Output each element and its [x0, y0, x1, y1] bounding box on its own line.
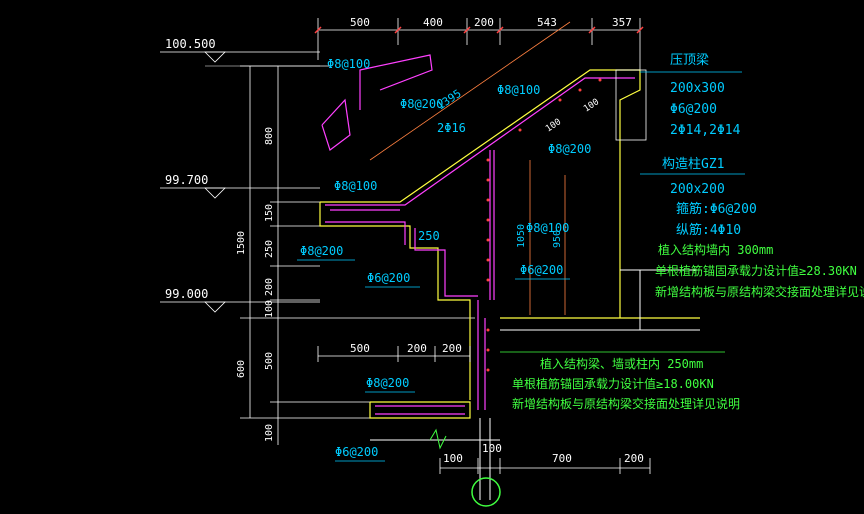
bottom-dimension-chain [439, 458, 651, 474]
dim-1050: 1050 [516, 224, 527, 248]
dim-top-1: 500 [350, 16, 370, 29]
dim-left-bottom: 100 [264, 424, 275, 442]
column-size: 200x200 [670, 182, 725, 197]
rebar-label-6: Φ8@100 [334, 179, 377, 193]
dim-bottom-1: 100 [443, 452, 463, 465]
elevation-marker-2: 99.700 [160, 173, 320, 199]
middle-dimension-chain [317, 346, 471, 362]
column-spec: 构造柱GZ1 200x200 箍筋:Φ6@200 纵筋:4Φ10 [640, 157, 757, 238]
note-upper-line3: 新增结构板与原结构梁交接面处理详见说明 [655, 284, 864, 299]
left-dimension-chain [240, 65, 475, 445]
coping-beam-size: 200x300 [670, 81, 725, 96]
slope-dimension [369, 21, 571, 161]
rebar-label-1: Φ8@100 [327, 57, 370, 71]
elevation-marker-1: 100.500 [160, 37, 320, 67]
dim-left-4: 200 [264, 278, 275, 296]
column-title: 构造柱GZ1 [662, 157, 724, 172]
axis-bubble [471, 477, 501, 507]
dim-top-2: 400 [423, 16, 443, 29]
rebar-lines [321, 54, 635, 415]
dim-bottom-4: 200 [624, 452, 644, 465]
dim-left-6: 500 [264, 352, 275, 370]
note-lower-line2: 单根植筋锚固承载力设计值≥18.00KN [512, 376, 714, 391]
column-bars: 纵筋:4Φ10 [676, 222, 741, 238]
coping-beam-spec: 压顶梁 200x300 Φ6@200 2Φ14,2Φ14 [640, 53, 742, 138]
rebar-label-8: Φ8@100 [526, 221, 569, 235]
dim-mid-2: 200 [407, 342, 427, 355]
dim-left-1: 800 [264, 127, 275, 145]
dim-bottom-3: 700 [552, 452, 572, 465]
dim-bottom-2: 100 [482, 442, 502, 455]
rebar-label-7: Φ8@200 [300, 244, 343, 258]
dim-top-5: 357 [612, 16, 632, 29]
label-leaders [297, 259, 570, 462]
note-lower-line1: 植入结构梁、墙或柱内 250mm [540, 356, 703, 371]
rebar-label-4: 2Φ16 [437, 121, 466, 135]
break-mark [429, 428, 447, 450]
coping-beam-bars: 2Φ14,2Φ14 [670, 123, 741, 138]
rebar-label-11: Φ8@200 [366, 376, 409, 390]
coping-beam-section [615, 69, 647, 141]
note-lower: 植入结构梁、墙或柱内 250mm 单根植筋锚固承载力设计值≥18.00KN 新增… [500, 351, 740, 411]
column-stirrup: 箍筋:Φ6@200 [676, 201, 757, 217]
dim-left-2: 150 [264, 204, 275, 222]
rebar-label-9: Φ6@200 [367, 271, 410, 285]
rebar-label-12: Φ6@200 [335, 445, 378, 459]
rebar-label-10: Φ6@200 [520, 263, 563, 277]
dim-left-total-1: 1500 [236, 231, 247, 255]
dim-top-4: 543 [537, 16, 557, 29]
note-upper: 植入结构墙内 300mm 单根植筋锚固承载力设计值≥28.30KN 新增结构板与… [655, 242, 864, 299]
dim-left-total-2: 600 [236, 360, 247, 378]
rebar-label-5: Φ8@200 [548, 142, 591, 156]
elevation-label-1: 100.500 [165, 37, 216, 51]
inner-vertical-dims [529, 160, 566, 315]
note-upper-line2: 单根植筋锚固承载力设计值≥28.30KN [655, 263, 857, 278]
dim-mid-3: 200 [442, 342, 462, 355]
note-upper-line1: 植入结构墙内 300mm [658, 242, 773, 257]
dim-950: 950 [552, 230, 563, 248]
elevation-label-2: 99.700 [165, 173, 208, 187]
rebar-label-3: Φ8@100 [497, 83, 540, 97]
dim-100-a: 100 [582, 97, 601, 114]
dim-left-5: 100 [264, 300, 275, 318]
coping-beam-title: 压顶梁 [670, 53, 709, 68]
elevation-marker-3: 99.000 [160, 287, 320, 313]
dim-250: 250 [418, 229, 440, 243]
dim-left-3: 250 [264, 240, 275, 258]
elevation-label-3: 99.000 [165, 287, 208, 301]
existing-structure [370, 269, 700, 500]
dim-mid-1: 500 [350, 342, 370, 355]
rebar-dots [486, 78, 602, 372]
note-lower-line3: 新增结构板与原结构梁交接面处理详见说明 [512, 396, 740, 411]
rebar-label-2: Φ8@200 [400, 97, 443, 111]
top-dimension-chain [317, 18, 641, 70]
coping-beam-stirrup: Φ6@200 [670, 102, 717, 117]
dim-100-b: 100 [544, 117, 563, 134]
dim-top-3: 200 [474, 16, 494, 29]
